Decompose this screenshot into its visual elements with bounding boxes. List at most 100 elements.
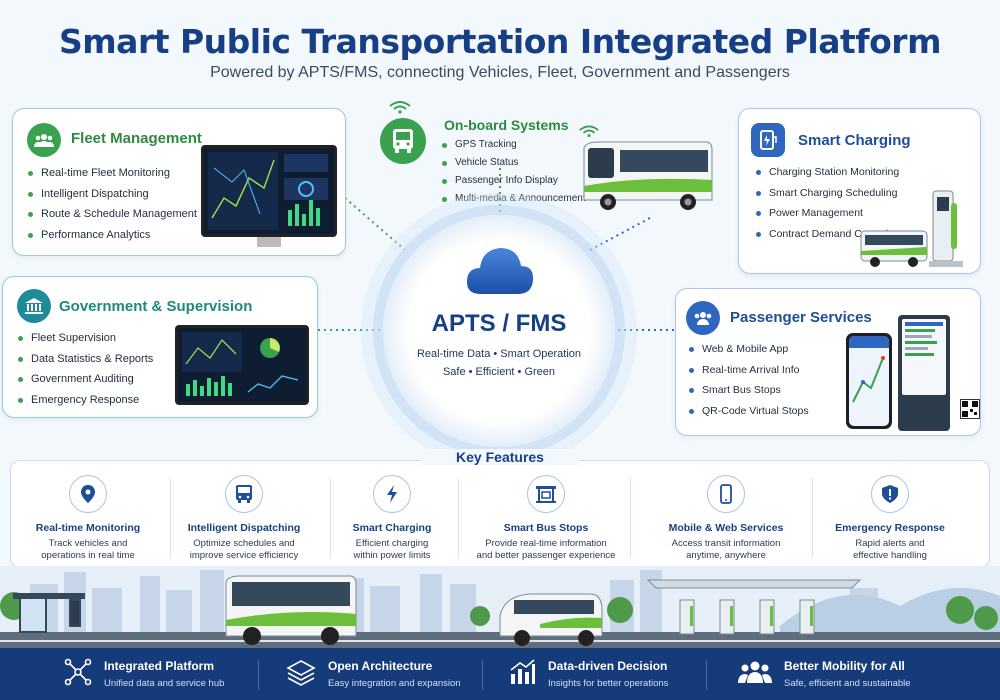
list-item: Data Statistics & Reports (17, 353, 153, 365)
government-supervision-card: Government & Supervision Fleet Supervisi… (2, 276, 318, 418)
passenger-services-list: Web & Mobile App Real-time Arrival Info … (688, 343, 809, 425)
list-item: Passenger Info Display (441, 175, 586, 186)
footer-item-description: Unified data and service hub (104, 678, 225, 689)
page-title: Smart Public Transportation Integrated P… (59, 22, 941, 61)
cloud-icon (466, 244, 534, 301)
list-item: Smart Bus Stops (688, 384, 809, 396)
smartphone-illustration (846, 333, 892, 429)
list-item: Real-time Arrival Info (688, 364, 809, 376)
footer-item-title: Better Mobility for All (784, 659, 905, 673)
hub-title: APTS / FMS (431, 310, 567, 337)
feature-smart-charging: Smart Charging Efficient charging within… (312, 475, 472, 562)
government-building-icon (17, 289, 51, 323)
feature-title: Smart Bus Stops (503, 522, 589, 534)
wifi-signal-icon (388, 100, 412, 114)
passengers-icon (686, 301, 720, 335)
passenger-services-title: Passenger Services (730, 309, 872, 326)
bus-icon (380, 118, 426, 164)
list-item: QR-Code Virtual Stops (688, 405, 809, 417)
hub-tagline-1: Real-time Data • Smart Operation (416, 348, 582, 360)
bus-icon (225, 475, 263, 513)
footer-item-title: Integrated Platform (104, 659, 215, 673)
location-pin-icon (69, 475, 107, 513)
people-icon (738, 659, 772, 690)
footer-item-description: Easy integration and expansion (328, 678, 461, 689)
feature-title: Smart Charging (352, 522, 432, 534)
list-item: Emergency Response (17, 394, 153, 406)
bus-stop-icon (527, 475, 565, 513)
layers-icon (286, 658, 316, 691)
feature-title: Emergency Response (835, 522, 945, 534)
smart-bus-stop-kiosk (898, 315, 950, 431)
onboard-systems-list: GPS Tracking Vehicle Status Passenger In… (441, 139, 586, 211)
onboard-systems-title: On-board Systems (444, 117, 569, 133)
feature-title: Intelligent Dispatching (187, 522, 301, 534)
government-supervision-title: Government & Supervision (59, 298, 253, 315)
passenger-services-card: Passenger Services Web & Mobile App Real… (675, 288, 981, 436)
onboard-bus-illustration (578, 140, 716, 219)
monitor-stand (257, 237, 281, 247)
list-item: Power Management (755, 207, 899, 219)
bar-chart-icon (508, 658, 536, 691)
list-item: GPS Tracking (441, 139, 586, 150)
city-scene-illustration (0, 566, 1000, 650)
list-item: Route & Schedule Management (27, 208, 197, 220)
key-features-heading: Key Features (420, 449, 580, 465)
list-item: Vehicle Status (441, 157, 586, 168)
fleet-management-title: Fleet Management (71, 130, 202, 147)
list-item: Contract Demand Control (755, 228, 899, 240)
feature-smart-bus-stops: Smart Bus Stops Provide real-time inform… (466, 475, 626, 562)
list-item: Charging Station Monitoring (755, 166, 899, 178)
charger-icon (751, 123, 785, 157)
divider (706, 660, 707, 690)
fleet-management-list: Real-time Fleet Monitoring Intelligent D… (27, 167, 197, 249)
footer-item-description: Safe, efficient and sustainable (784, 678, 911, 689)
footer-item-title: Data-driven Decision (548, 659, 668, 673)
divider (458, 478, 459, 558)
feature-intelligent-dispatching: Intelligent Dispatching Optimize schedul… (164, 475, 324, 562)
feature-description: Rapid alerts and effective handling (853, 538, 927, 561)
divider (170, 478, 171, 558)
fleet-management-card: Fleet Management Real-time Fleet Monitor… (12, 108, 346, 256)
government-supervision-list: Fleet Supervision Data Statistics & Repo… (17, 332, 153, 414)
feature-real-time-monitoring: Real-time Monitoring Track vehicles and … (8, 475, 168, 562)
feature-description: Track vehicles and operations in real ti… (41, 538, 135, 561)
fleet-dashboard-monitor (201, 145, 337, 237)
hub-tagline-2: Safe • Efficient • Green (442, 366, 556, 378)
feature-description: Efficient charging within power limits (353, 538, 431, 561)
list-item: Performance Analytics (27, 229, 197, 241)
charging-station-illustration (857, 185, 977, 276)
list-item: Government Auditing (17, 373, 153, 385)
people-group-icon (27, 123, 61, 157)
list-item: Real-time Fleet Monitoring (27, 167, 197, 179)
list-item: Multi-media & Announcement (441, 193, 586, 204)
list-item: Smart Charging Scheduling (755, 187, 899, 199)
qr-code-icon (960, 399, 980, 419)
network-icon (64, 658, 92, 691)
feature-title: Real-time Monitoring (35, 522, 141, 534)
divider (812, 478, 813, 558)
feature-title: Mobile & Web Services (668, 522, 784, 534)
feature-description: Access transit information anytime, anyw… (671, 538, 781, 561)
supervision-dashboard-monitor (175, 325, 309, 405)
smart-charging-list: Charging Station Monitoring Smart Chargi… (755, 166, 899, 248)
footer-item-description: Insights for better operations (548, 678, 669, 689)
feature-mobile-web-services: Mobile & Web Services Access transit inf… (646, 475, 806, 562)
footer-item-title: Open Architecture (328, 659, 433, 673)
page-subtitle: Powered by APTS/FMS, connecting Vehicles… (210, 64, 790, 81)
divider (258, 660, 259, 690)
smartphone-icon (707, 475, 745, 513)
list-item: Intelligent Dispatching (27, 188, 197, 200)
lightning-icon (373, 475, 411, 513)
feature-emergency-response: Emergency Response Rapid alerts and effe… (810, 475, 970, 562)
list-item: Web & Mobile App (688, 343, 809, 355)
divider (330, 478, 331, 558)
divider (482, 660, 483, 690)
divider (630, 478, 631, 558)
feature-description: Optimize schedules and improve service e… (189, 538, 299, 561)
